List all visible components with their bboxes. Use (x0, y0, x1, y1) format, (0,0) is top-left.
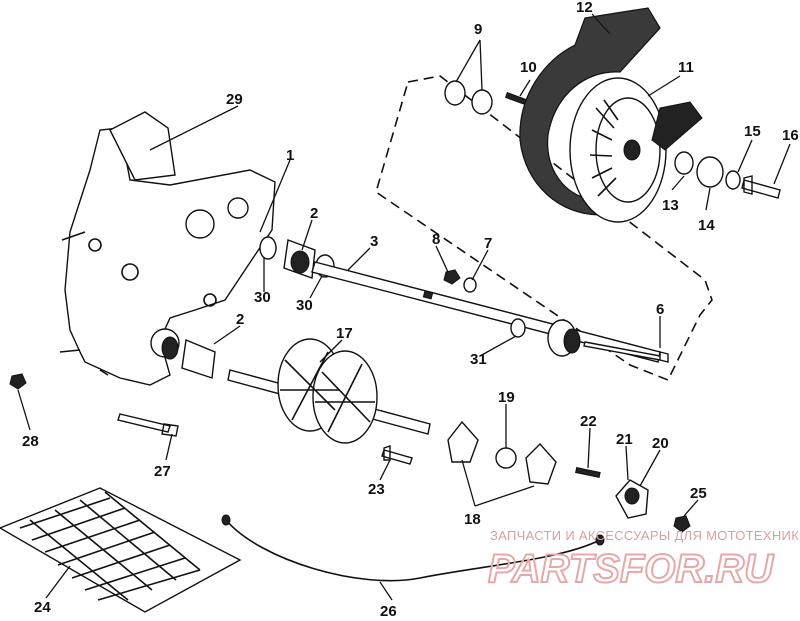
watermark-tagline: ЗАПЧАСТИ И АКСЕССУАРЫ ДЛЯ МОТОТЕХНИКИ (490, 528, 800, 543)
callout-22: 22 (580, 413, 597, 430)
shaft-key-slot (422, 290, 434, 300)
cable-end (221, 514, 231, 526)
callout-27: 27 (154, 463, 171, 480)
callout-16: 16 (782, 127, 799, 144)
speedo-drive-assembly (615, 479, 649, 519)
cable-ferrule (595, 534, 605, 546)
callout-30-right: 30 (296, 297, 313, 314)
nut-25 (673, 515, 691, 533)
drive-sprocket (547, 319, 581, 357)
callout-3: 3 (370, 233, 378, 250)
bearing-flange-18b (525, 442, 557, 485)
key-10 (504, 92, 527, 105)
bearing-2-lower (161, 336, 216, 379)
bolt-6 (583, 341, 669, 363)
washer-9b (471, 89, 493, 115)
callout-13: 13 (662, 197, 679, 214)
watermark: ЗАПЧАСТИ И АКСЕССУАРЫ ДЛЯ МОТОТЕХНИКИ PA… (487, 528, 800, 592)
bolt-23 (381, 445, 413, 465)
callout-28: 28 (22, 433, 39, 450)
callout-20: 20 (652, 435, 669, 452)
callout-26: 26 (380, 603, 397, 620)
belt-guide (651, 101, 703, 151)
callout-25: 25 (690, 485, 707, 502)
callout-10: 10 (520, 59, 537, 76)
callout-labels: 12 9 10 11 13 14 15 16 29 1 2 3 8 7 6 31… (22, 0, 799, 620)
callout-1: 1 (286, 147, 294, 164)
callout-9: 9 (474, 21, 482, 38)
chaincase-housing (59, 111, 276, 386)
nut-28 (9, 373, 27, 390)
washer-14 (696, 156, 724, 188)
callout-21: 21 (616, 431, 633, 448)
callout-8: 8 (432, 231, 440, 248)
callout-6: 6 (656, 301, 664, 318)
callout-12: 12 (576, 0, 593, 16)
callout-23: 23 (368, 481, 385, 498)
callout-18: 18 (464, 511, 481, 528)
speedometer-cable-26 (225, 519, 601, 582)
lockwasher-15 (725, 170, 741, 190)
track-drive-sprockets-17 (277, 338, 378, 444)
callout-29: 29 (226, 91, 243, 108)
callout-11: 11 (678, 59, 694, 76)
callout-7: 7 (484, 235, 492, 252)
bolt-27 (117, 413, 179, 437)
washer-7 (463, 277, 477, 293)
bearing-flange-18a (447, 420, 479, 463)
callout-2-lower: 2 (236, 311, 244, 328)
bolt-16 (741, 175, 781, 199)
callout-24: 24 (34, 599, 51, 616)
nut-8 (443, 269, 461, 285)
callout-17: 17 (336, 325, 353, 342)
driven-clutch-sheave (569, 77, 667, 223)
leader-lines (17, 13, 791, 601)
bushing-31 (510, 318, 526, 338)
callout-15: 15 (744, 123, 761, 140)
washer-9a (444, 80, 466, 106)
bearing-19 (495, 447, 517, 469)
watermark-brand: PARTSFOR.RU (488, 547, 774, 591)
callout-14: 14 (698, 217, 715, 234)
spacer-13 (674, 151, 694, 175)
callout-19: 19 (498, 389, 515, 406)
callout-31: 31 (470, 351, 487, 368)
callout-2-upper: 2 (310, 205, 318, 222)
pin-22 (575, 466, 601, 479)
bearing-2-upper (259, 236, 335, 279)
skid-plate-24 (0, 487, 242, 613)
callout-30-left: 30 (254, 289, 271, 306)
